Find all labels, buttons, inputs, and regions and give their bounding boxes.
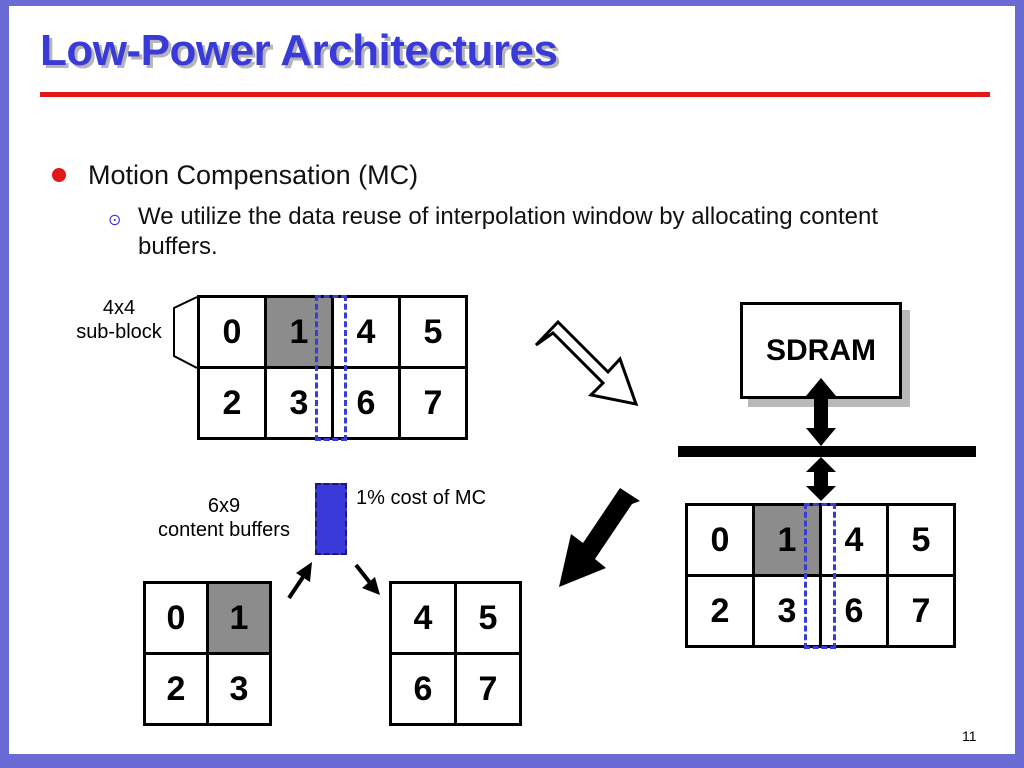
grid-cell: 5 [398, 295, 468, 369]
hollow-arrow-icon [534, 319, 639, 406]
slide-frame-left [0, 0, 9, 768]
grid-cell: 2 [197, 366, 267, 440]
page-number: 11 [962, 728, 977, 744]
cost-label: 1% cost of MC [356, 487, 487, 509]
grid-cell: 7 [886, 574, 956, 648]
slide-frame-top [0, 0, 1024, 6]
bullet-level1: Motion Compensation (MC) [88, 160, 419, 190]
subblock-bracket [173, 296, 198, 369]
grid-cell: 6 [819, 574, 889, 648]
solid-arrow-icon [559, 488, 640, 587]
left-small-grid: 0 1 2 3 [143, 581, 272, 726]
content-buffer-block [315, 483, 347, 555]
sdram-label: SDRAM [766, 333, 876, 367]
grid-cell: 4 [389, 581, 457, 655]
buffers-label: 6x9 content buffers [136, 494, 312, 542]
grid-cell: 5 [886, 503, 956, 577]
slide-frame-bottom [0, 754, 1024, 768]
top-grid: 0 1 4 5 2 3 6 7 [197, 295, 468, 440]
grid-cell: 0 [143, 581, 209, 655]
grid-cell-shaded: 1 [752, 503, 822, 577]
buffer-to-right-arrow-icon [354, 563, 380, 595]
grid-cell: 6 [389, 652, 457, 726]
sub-bullet-icon: ⊙ [108, 212, 122, 229]
bus-grid-double-arrow-icon [806, 457, 836, 501]
slide-frame-right [1015, 0, 1024, 768]
grid-cell: 4 [819, 503, 889, 577]
right-small-grid: 4 5 6 7 [389, 581, 522, 726]
grid-cell: 2 [143, 652, 209, 726]
grid-cell: 4 [331, 295, 401, 369]
reuse-window-highlight [315, 295, 347, 441]
buffers-label-line1: 6x9 [207, 495, 241, 517]
grid-cell: 0 [197, 295, 267, 369]
right-grid: 0 1 4 5 2 3 6 7 [685, 503, 956, 648]
reuse-window-highlight [804, 503, 836, 649]
grid-cell: 2 [685, 574, 755, 648]
title-underline [40, 92, 990, 97]
bullet-dot-icon [52, 168, 66, 182]
grid-cell: 3 [206, 652, 272, 726]
bullet-level2: We utilize the data reuse of interpolati… [138, 203, 879, 260]
buffers-label-line2: content buffers [158, 519, 290, 541]
grid-cell: 3 [264, 366, 334, 440]
memory-bus [678, 446, 976, 457]
grid-cell-shaded: 1 [264, 295, 334, 369]
subblock-label-line2: sub-block [76, 321, 162, 343]
grid-cell: 0 [685, 503, 755, 577]
subblock-label: 4x4 sub-block [64, 296, 174, 344]
grid-cell: 6 [331, 366, 401, 440]
grid-cell: 5 [454, 581, 522, 655]
grid-cell: 7 [454, 652, 522, 726]
sdram-bus-double-arrow-icon [806, 378, 836, 446]
slide-title: Low-Power Architectures [40, 26, 558, 75]
subblock-label-line1: 4x4 [102, 297, 136, 319]
grid-cell-shaded: 1 [206, 581, 272, 655]
buffer-to-left-arrow-icon [287, 562, 312, 600]
grid-cell: 3 [752, 574, 822, 648]
grid-cell: 7 [398, 366, 468, 440]
